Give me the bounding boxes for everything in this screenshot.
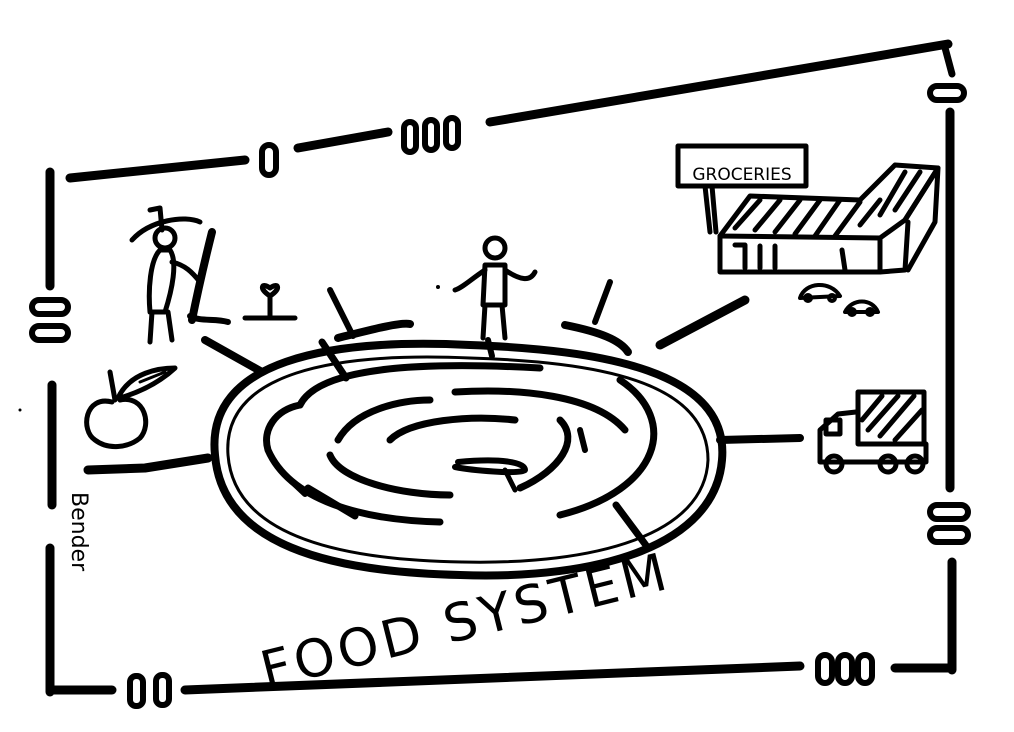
ink-speck <box>436 285 440 289</box>
grocery-store <box>675 143 941 275</box>
groceries-sign: GROCERIES <box>692 165 791 185</box>
apple-icon <box>84 365 178 449</box>
artist-signature: Bender <box>66 492 91 572</box>
car-icon <box>798 283 880 317</box>
connecting-spokes <box>83 279 804 475</box>
consumer-figure <box>452 235 538 341</box>
sprout-icon <box>242 283 298 321</box>
ink-speck <box>18 408 22 412</box>
food-system-maze <box>210 338 727 580</box>
truck-icon <box>817 389 929 475</box>
farmer-figure <box>129 205 231 345</box>
hand-drawn-frame <box>29 39 971 709</box>
